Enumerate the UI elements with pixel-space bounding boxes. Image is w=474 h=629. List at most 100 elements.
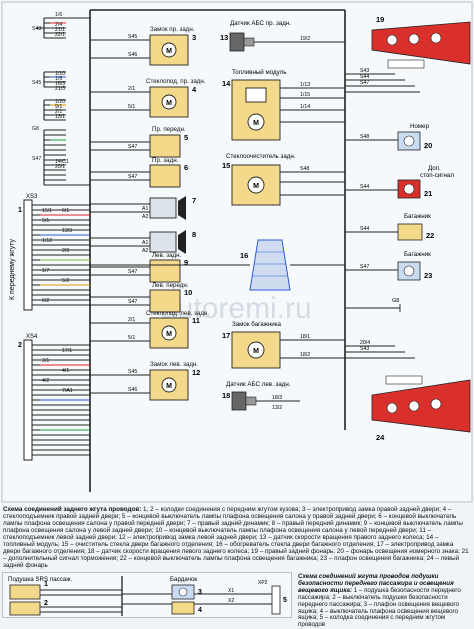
svg-text:S43: S43 [32, 26, 41, 32]
component-18-abs-sensor [231, 391, 300, 411]
svg-text:18/3: 18/3 [272, 395, 282, 401]
component-8-speaker [149, 231, 177, 253]
connector-2 [23, 339, 33, 461]
component-20-license-lamp [345, 131, 421, 151]
label-fuel-module: Топливный модуль [232, 69, 286, 76]
svg-text:4: 4 [198, 607, 202, 614]
svg-text:5/1: 5/1 [128, 335, 135, 341]
number-18: 18 [222, 391, 230, 400]
number-13: 13 [220, 33, 228, 42]
svg-text:9: 9 [184, 258, 188, 267]
svg-text:S48: S48 [300, 166, 309, 172]
svg-text:S44: S44 [360, 74, 369, 80]
svg-text:S47: S47 [128, 144, 137, 150]
number-23: 23 [424, 271, 432, 280]
component-6-switch [149, 164, 181, 188]
svg-text:X2: X2 [228, 598, 234, 604]
svg-text:20/4: 20/4 [360, 340, 370, 346]
component-23-trunk-lamp [345, 261, 421, 281]
svg-text:18/1: 18/1 [300, 334, 310, 340]
svg-text:S47: S47 [360, 264, 369, 270]
svg-text:7/A1: 7/A1 [62, 388, 73, 394]
wiring-diagram: autoremi.ru [1, 1, 473, 503]
component-15-rear-wiper [231, 164, 345, 206]
svg-text:S47: S47 [360, 80, 369, 86]
label-glovebox: Бардачок [170, 576, 197, 583]
component-13-abs-sensor [229, 32, 345, 52]
number-24: 24 [376, 433, 385, 442]
component-7-speaker [149, 197, 177, 219]
svg-text:3: 3 [192, 33, 196, 42]
svg-text:7: 7 [192, 196, 196, 205]
middle-labels: Замок пр. задн. Стеклопод. пр. задн. Пр.… [146, 26, 209, 368]
svg-text:S47: S47 [128, 174, 137, 180]
svg-text:M: M [166, 331, 172, 338]
svg-text:A2: A2 [142, 214, 148, 220]
svg-text:21/1: 21/1 [55, 27, 65, 33]
airbag-component-4 [171, 601, 195, 615]
airbag-numbers: 1 2 3 4 5 [44, 581, 287, 614]
svg-text:5/1: 5/1 [42, 218, 49, 224]
caption-main-title: Схема соединений заднего жгута проводов: [3, 506, 142, 513]
svg-text:A1: A1 [142, 206, 148, 212]
svg-text:S46: S46 [128, 52, 137, 58]
component-17-trunk-lock [231, 331, 345, 369]
center-wire-codes: 19/2 1/13 1/15 1/14 S48 18/1 18/2 18/3 1… [272, 36, 310, 411]
svg-text:S43: S43 [360, 346, 369, 352]
svg-text:1/13: 1/13 [300, 82, 310, 88]
svg-text:2/4: 2/4 [55, 22, 62, 28]
svg-text:XP2: XP2 [258, 580, 268, 586]
middle-numbers: 3 4 5 6 7 8 9 10 11 12 [184, 33, 200, 377]
svg-text:15/1: 15/1 [42, 208, 52, 214]
connector-1 [23, 199, 33, 311]
label-trunk-2: Багажник [404, 251, 431, 258]
svg-text:19/2: 19/2 [300, 36, 310, 42]
label-trunk-1: Багажник [404, 213, 431, 220]
right-wire-codes: S43 S44 S47 S48 S44 S44 S47 20/4 S43 [360, 68, 370, 352]
svg-text:10: 10 [184, 288, 192, 297]
svg-text:1/20: 1/20 [55, 99, 65, 105]
svg-text:2/9: 2/9 [62, 248, 69, 254]
component-5-switch [149, 134, 181, 158]
number-21: 21 [424, 189, 432, 198]
label-airbag: Подушка SRS пассаж. [8, 576, 72, 583]
svg-text:22/1: 22/1 [55, 32, 65, 38]
label-lock-left-rear: Замок лев. задн. [150, 361, 198, 368]
svg-text:6/1: 6/1 [62, 208, 69, 214]
svg-text:S47: S47 [128, 299, 137, 305]
colored-wires [40, 22, 90, 431]
svg-text:20/1: 20/1 [55, 164, 65, 170]
svg-text:1/7: 1/7 [42, 268, 49, 274]
label-license: Номер [410, 123, 430, 130]
svg-text:A2: A2 [142, 248, 148, 254]
svg-text:S46: S46 [128, 387, 137, 393]
svg-text:8: 8 [192, 230, 196, 239]
svg-text:9/1: 9/1 [55, 104, 62, 110]
label-left-rear: Лев. задн. [152, 252, 182, 259]
caption-airbag-title: Схема соединений жгута проводов подушки … [298, 573, 454, 594]
svg-text:1/6: 1/6 [55, 12, 62, 18]
svg-text:13/1: 13/1 [55, 114, 65, 120]
component-14-fuel-module [231, 79, 345, 141]
number-15: 15 [222, 161, 230, 170]
svg-text:2/1: 2/1 [55, 109, 62, 115]
svg-text:S47: S47 [128, 269, 137, 275]
component-10-switch [149, 289, 181, 313]
middle-wire-codes: S45 S46 2/1 5/1 S47 S47 A1 A2 A1 A2 S47 … [128, 34, 148, 393]
svg-text:G8: G8 [32, 126, 39, 132]
label-xs3: XS3 [26, 194, 38, 200]
label-brake-2: стоп-сигнал [420, 172, 454, 179]
svg-text:18/2: 18/2 [300, 352, 310, 358]
component-24-left-rear-lamp [345, 345, 471, 433]
svg-text:M: M [166, 383, 172, 390]
svg-text:3/1: 3/1 [42, 358, 49, 364]
motor-14: M [253, 120, 259, 127]
svg-text:13/3: 13/3 [62, 228, 72, 234]
number-16: 16 [240, 251, 248, 260]
svg-text:S44: S44 [360, 184, 369, 190]
number-1: 1 [18, 207, 22, 214]
svg-text:S45: S45 [128, 34, 137, 40]
component-22-trunk-switch [345, 223, 423, 241]
svg-text:1: 1 [44, 581, 48, 588]
caption-main-body: 1, 2 – колодки соединения с передним жгу… [3, 506, 469, 570]
